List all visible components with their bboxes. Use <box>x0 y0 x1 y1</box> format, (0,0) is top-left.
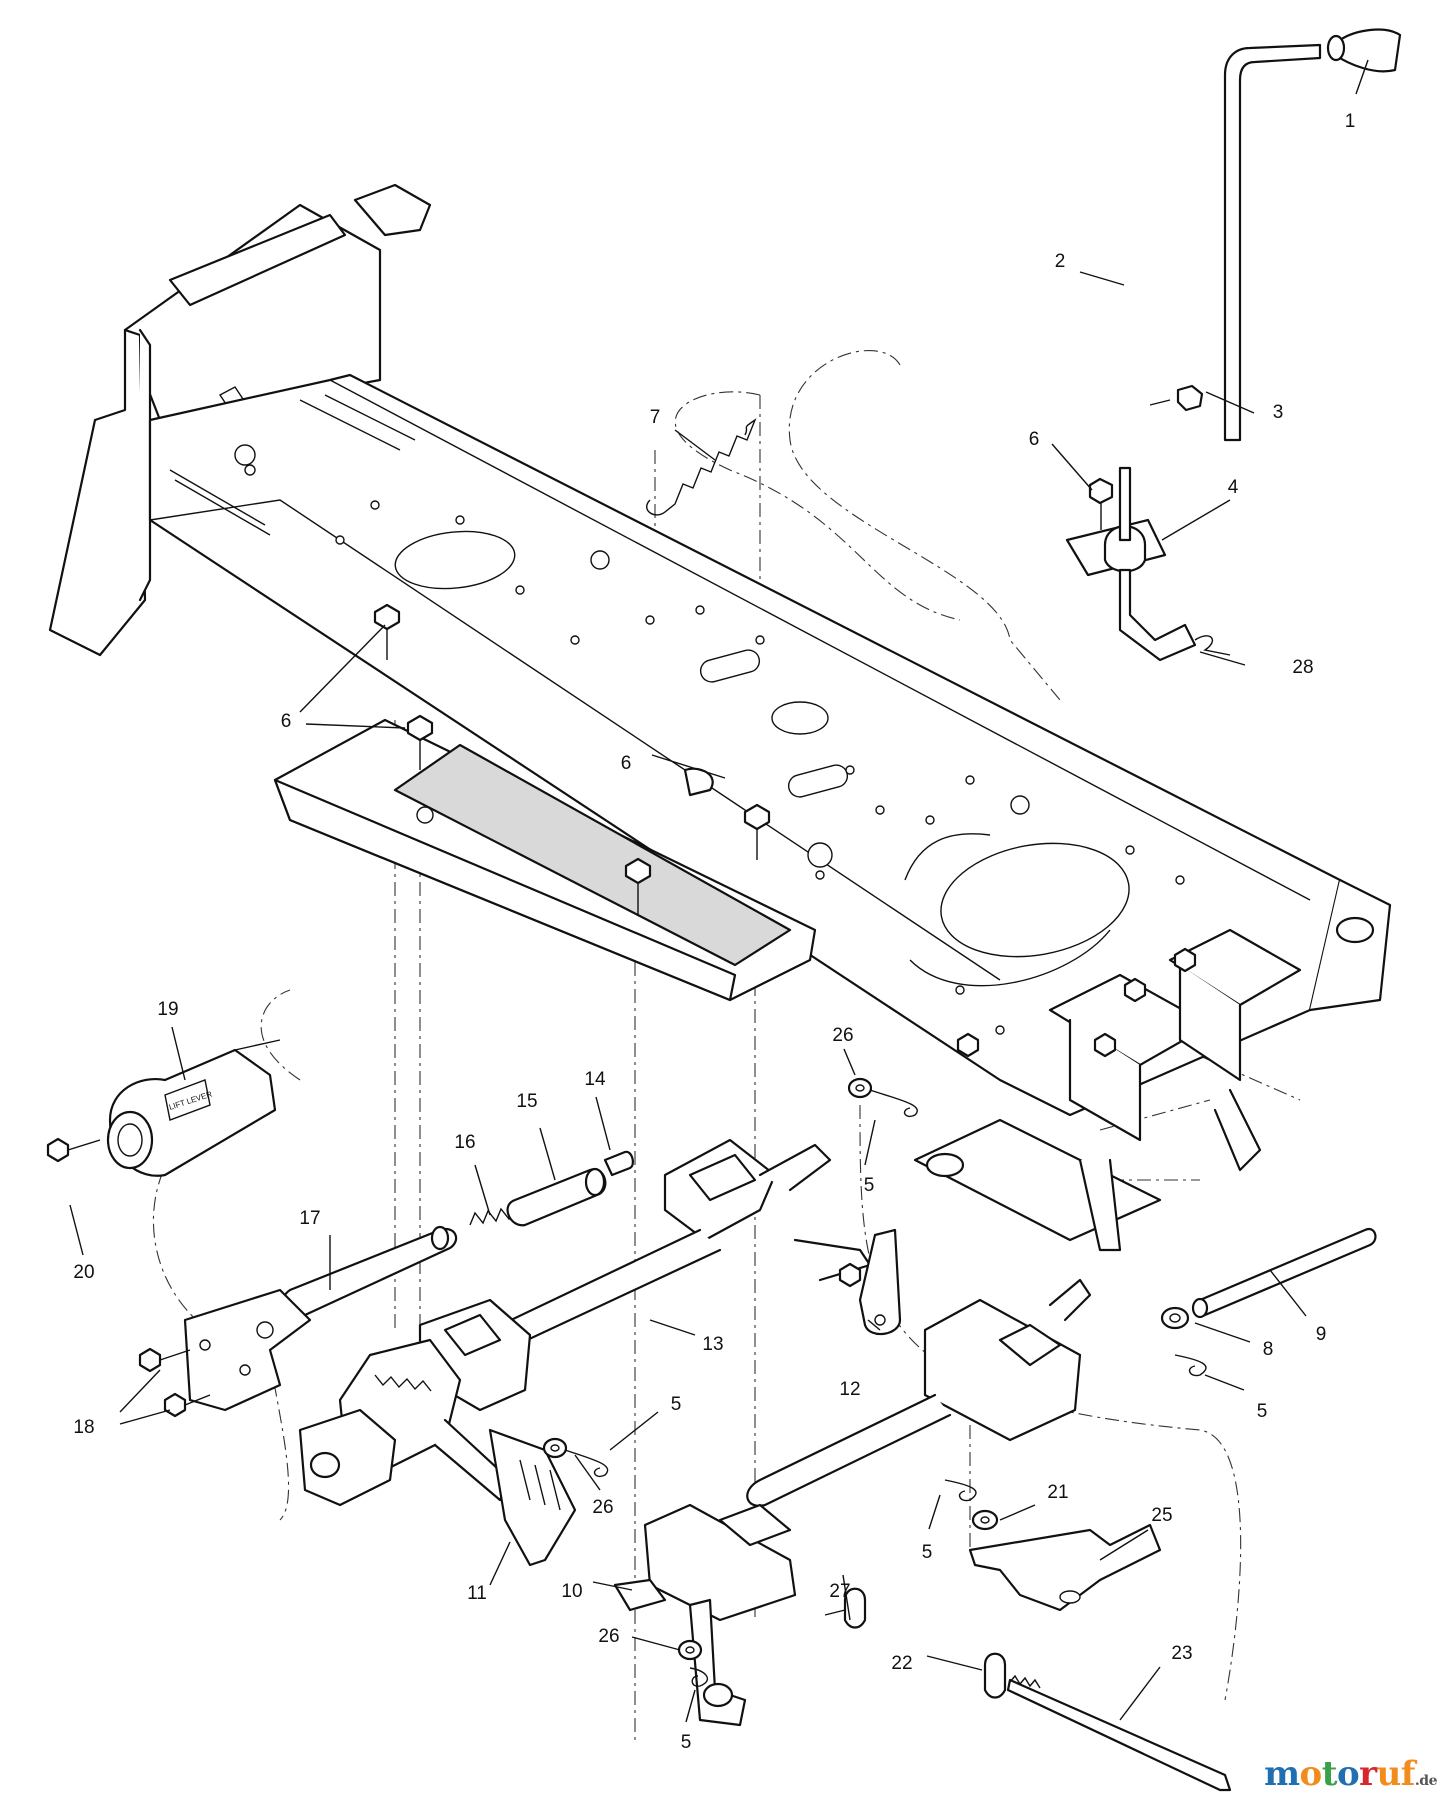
callout-6-left: 6 <box>281 711 292 732</box>
lift-pivot-11 <box>298 1338 577 1567</box>
screws-6 <box>373 603 771 915</box>
clips-and-washers <box>542 1077 1207 1687</box>
ferrule-22 <box>983 1652 1007 1699</box>
frame-bolts <box>956 947 1197 1058</box>
callout-8: 8 <box>1263 1339 1274 1360</box>
callout-12: 12 <box>839 1379 860 1400</box>
callout-22: 22 <box>891 1653 912 1674</box>
callout-26-top: 26 <box>832 1025 853 1046</box>
callout-7: 7 <box>650 407 661 428</box>
callout-19: 19 <box>157 999 178 1020</box>
callout-6-top: 6 <box>1029 429 1040 450</box>
callout-4: 4 <box>1228 477 1239 498</box>
callout-3: 3 <box>1273 402 1284 423</box>
lift-lever-knob: LIFT LEVER <box>46 1039 281 1177</box>
lift-shaft-parts <box>281 1150 634 1317</box>
bracket-25 <box>968 1523 1162 1612</box>
callout-6-mid: 6 <box>621 753 632 774</box>
callout-25: 25 <box>1151 1505 1172 1526</box>
callout-5-bottom: 5 <box>681 1732 692 1753</box>
callout-18: 18 <box>73 1417 94 1438</box>
callout-21: 21 <box>1047 1482 1068 1503</box>
callout-numbers: 1 2 3 4 6 28 7 6 6 19 20 17 18 16 15 14 … <box>73 111 1355 1753</box>
callout-5-mid: 5 <box>671 1394 682 1415</box>
callout-2: 2 <box>1055 251 1066 272</box>
rear-lift-arm-10 <box>613 1278 1092 1727</box>
callout-27: 27 <box>829 1581 850 1602</box>
callout-5-right: 5 <box>1257 1401 1268 1422</box>
callout-23: 23 <box>1171 1643 1192 1664</box>
callout-13: 13 <box>702 1334 723 1355</box>
rod-23 <box>1006 1678 1232 1792</box>
shaft-17 <box>281 1227 458 1317</box>
handle-grip <box>1333 28 1402 73</box>
callout-28: 28 <box>1292 657 1313 678</box>
callout-11: 11 <box>467 1583 487 1604</box>
callout-10: 10 <box>561 1581 582 1602</box>
bushing-14 <box>603 1150 634 1177</box>
spring-7 <box>646 418 757 516</box>
callout-26-mid: 26 <box>592 1497 613 1518</box>
callout-9: 9 <box>1316 1324 1327 1345</box>
callout-26-bottom: 26 <box>598 1626 619 1647</box>
callout-16: 16 <box>454 1132 475 1153</box>
deck-link-parts <box>824 1509 1232 1792</box>
callout-1: 1 <box>1345 111 1356 132</box>
callout-14: 14 <box>584 1069 606 1090</box>
callout-5-top: 5 <box>864 1175 875 1196</box>
callout-17: 17 <box>299 1208 320 1229</box>
frame-chassis <box>48 183 1392 1252</box>
lift-rod <box>1223 43 1322 442</box>
deck-holes <box>234 444 1185 1035</box>
leader-lines <box>69 59 1369 1723</box>
link-12 <box>838 1228 902 1336</box>
watermark-tld: .de <box>1414 1773 1438 1789</box>
callout-15: 15 <box>516 1091 537 1112</box>
callout-20: 20 <box>73 1262 94 1283</box>
lift-handle-assembly <box>1065 28 1402 662</box>
pivot-bracket <box>138 1288 312 1418</box>
watermark-logo: motoruf.de <box>1264 1754 1437 1794</box>
callout-5-lower: 5 <box>922 1542 933 1563</box>
rod-9 <box>1160 1227 1377 1330</box>
lift-shaft-13 <box>418 1138 872 1412</box>
floor-pan <box>273 718 817 1002</box>
